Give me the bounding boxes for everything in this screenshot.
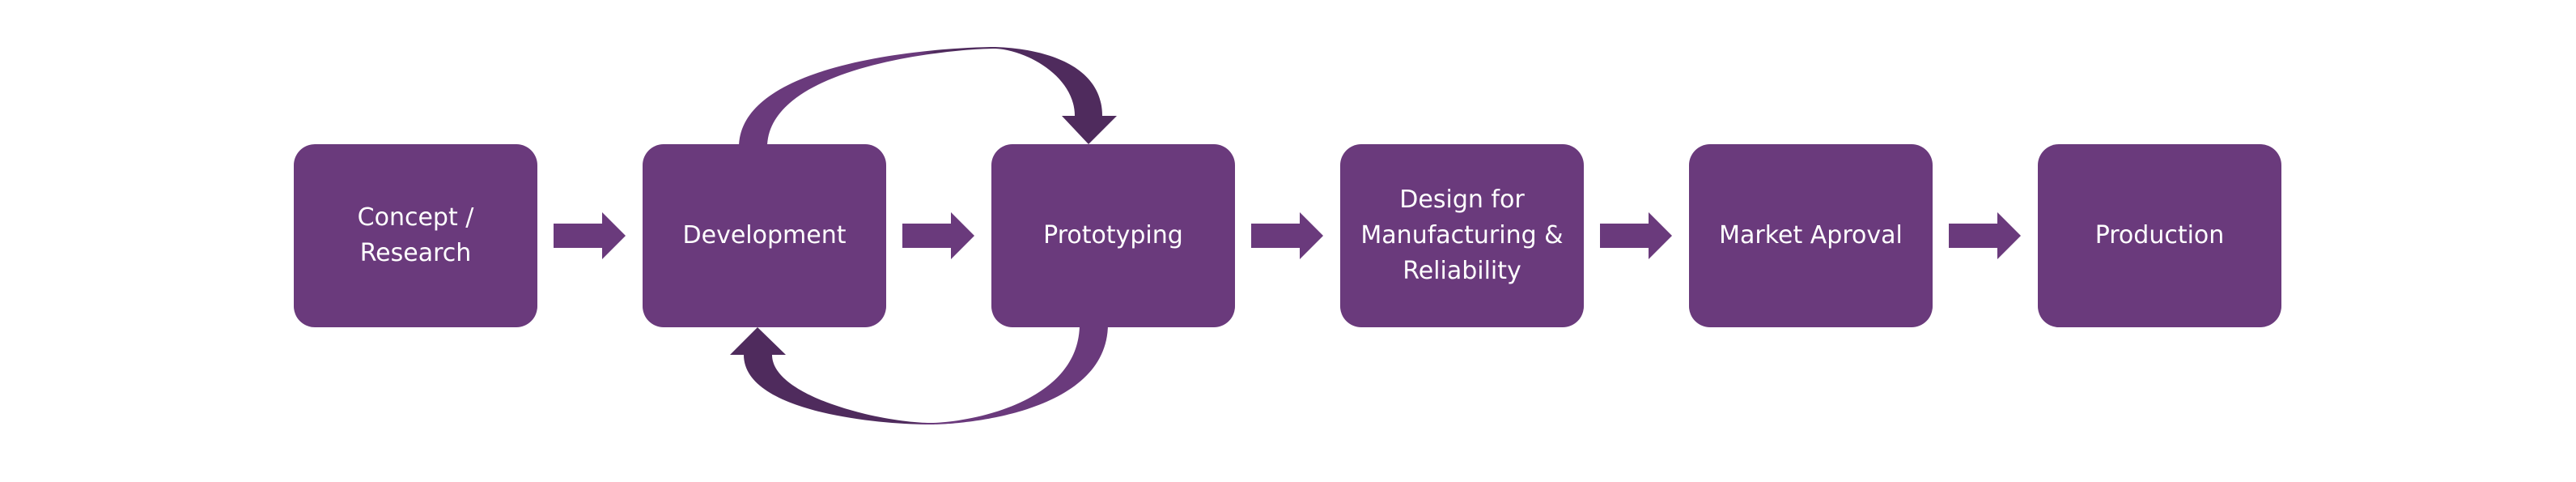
stage-label: Design for Manufacturing & Reliability xyxy=(1360,186,1564,285)
stage-label: Prototyping xyxy=(1043,221,1183,250)
loop-arrow-development-to-prototyping xyxy=(739,47,1117,147)
stage-box-prototyping: Prototyping xyxy=(991,144,1235,327)
stage-label: Development xyxy=(682,221,847,250)
stage-box-dfm: Design for Manufacturing & Reliability xyxy=(1340,144,1584,327)
loop-arrow-prototyping-to-development xyxy=(730,324,1108,424)
flow-arrow-dfm-to-market-approval xyxy=(1600,212,1672,259)
stage-label: Market Aproval xyxy=(1719,221,1903,250)
stage-label: Concept / Research xyxy=(357,203,474,267)
flow-arrow-market-approval-to-production xyxy=(1949,212,2021,259)
stage-label: Production xyxy=(2094,221,2225,250)
stage-box-production: Production xyxy=(2038,144,2281,327)
stage-box-concept: Concept / Research xyxy=(294,144,537,327)
flow-arrow-prototyping-to-dfm xyxy=(1251,212,1323,259)
flow-arrow-concept-to-development xyxy=(554,212,626,259)
stage-box-market-approval: Market Aproval xyxy=(1689,144,1933,327)
flow-arrow-development-to-prototyping xyxy=(902,212,974,259)
stage-box-development: Development xyxy=(643,144,886,327)
